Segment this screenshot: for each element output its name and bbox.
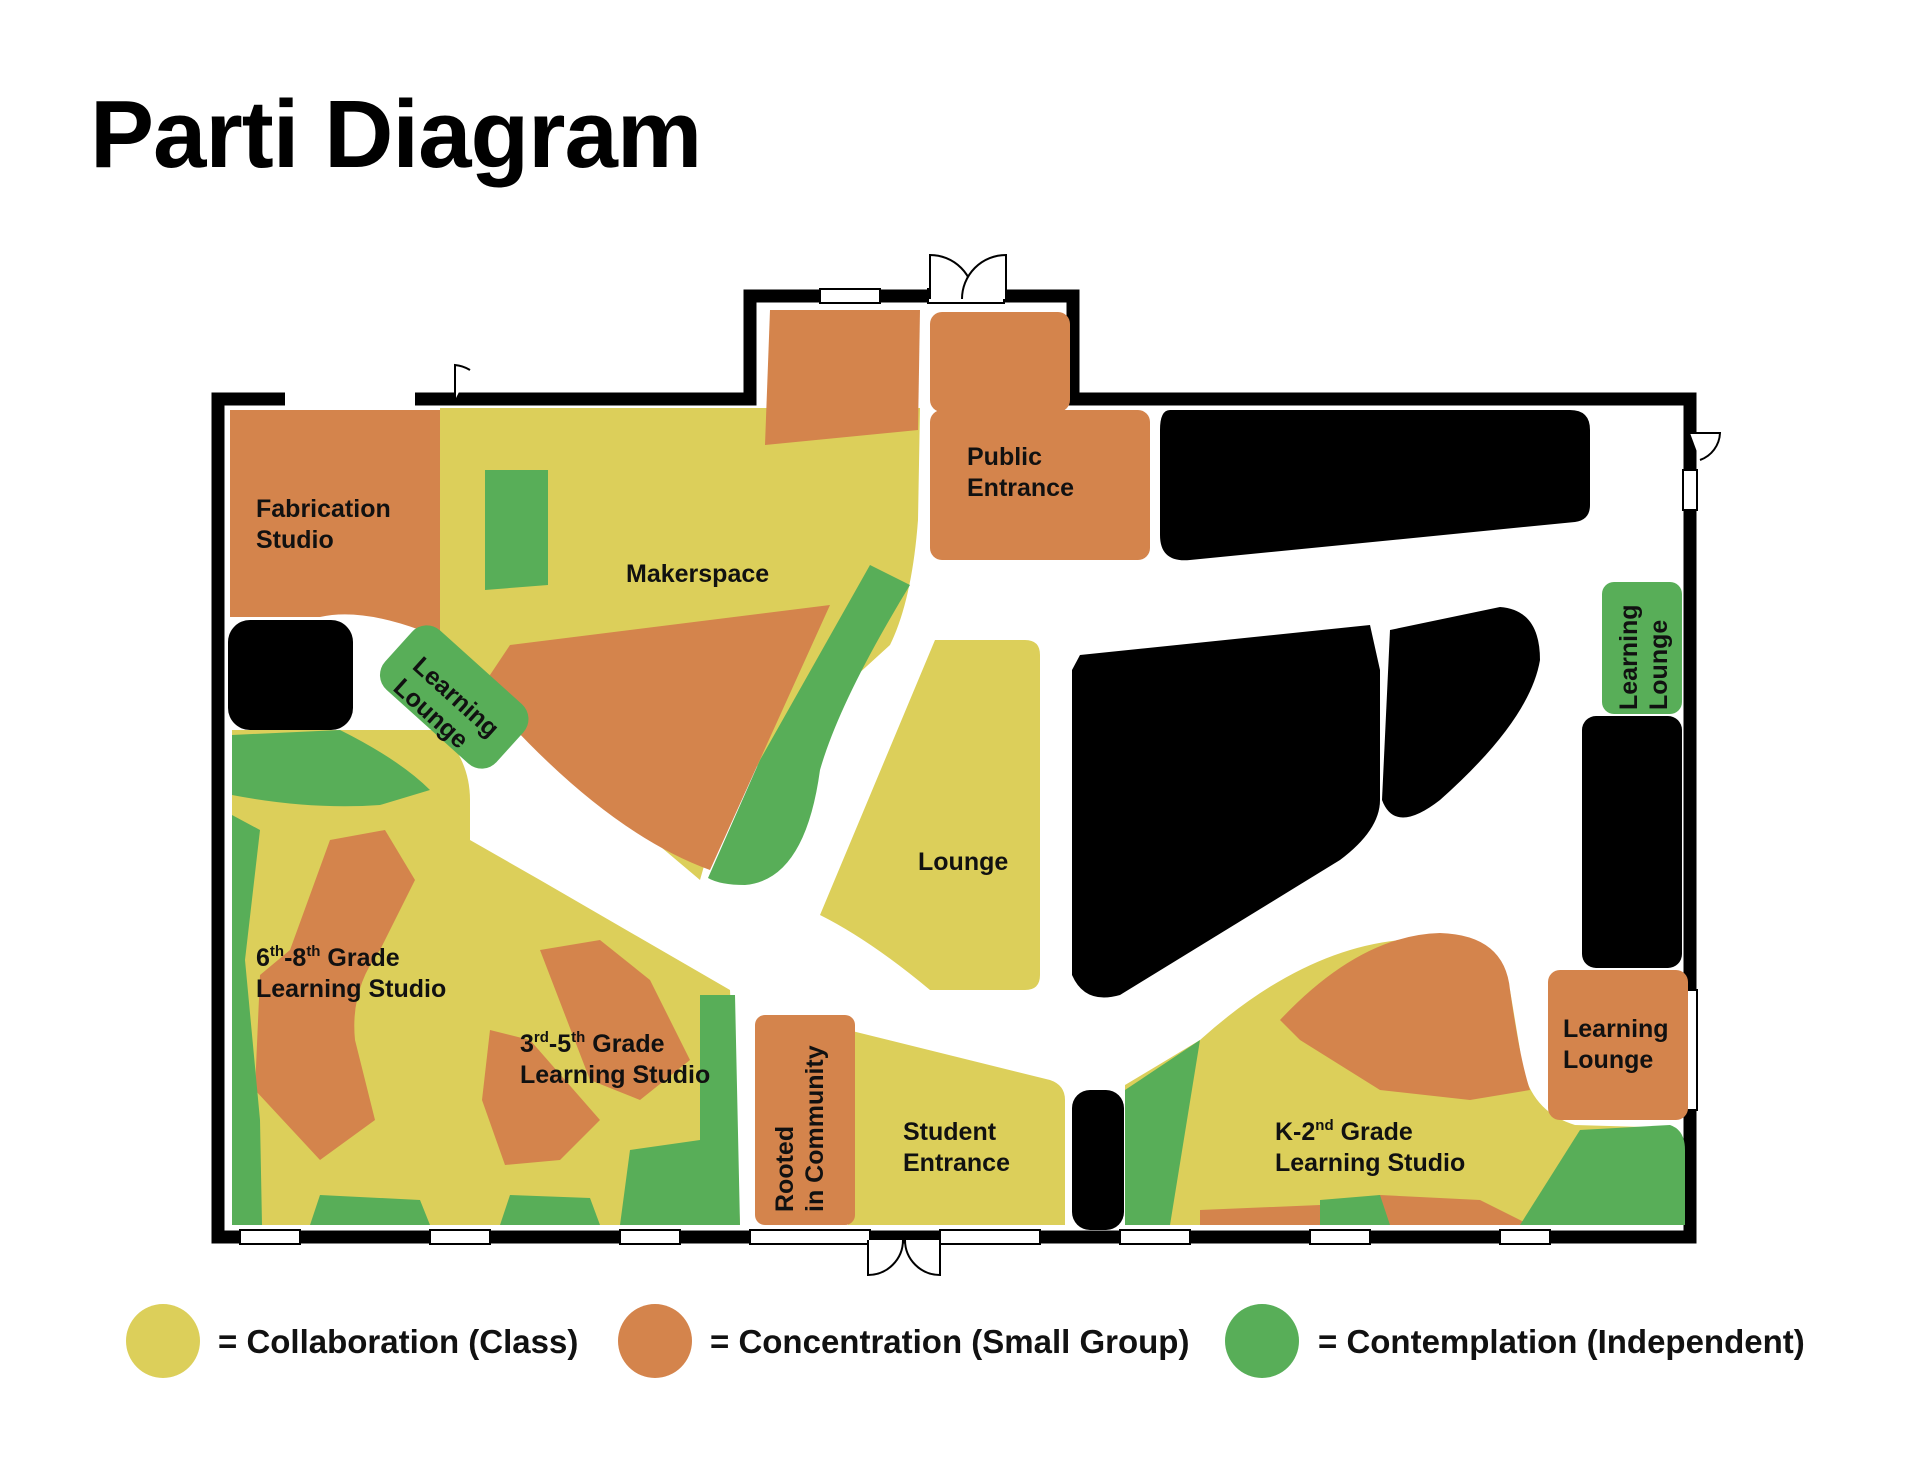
learning-lounge-ne-zone bbox=[1602, 582, 1682, 714]
door-swing-icons bbox=[454, 253, 1722, 1277]
building-wall bbox=[211, 289, 1697, 1244]
gradek2-green-bottom bbox=[1320, 1195, 1390, 1225]
makerspace-orange-zone bbox=[480, 605, 830, 870]
legend-contemplation-text: = Contemplation (Independent) bbox=[1318, 1323, 1805, 1360]
legend-swatch-collaboration bbox=[126, 1304, 200, 1378]
gradek2-green-right bbox=[1520, 1125, 1685, 1225]
gradek2-green-left bbox=[1125, 1040, 1200, 1225]
grade35-green-right bbox=[620, 995, 740, 1225]
collaboration-zones bbox=[232, 408, 1675, 1225]
legend: = Collaboration (Class) = Concentration … bbox=[126, 1304, 1805, 1378]
makerspace-label: Makerspace bbox=[626, 560, 769, 588]
grade35-orange-1 bbox=[540, 940, 690, 1100]
learning-lounge-nw-zone bbox=[379, 625, 529, 769]
public-entrance-zone bbox=[930, 312, 1070, 412]
public-entrance-label: Public Entrance bbox=[967, 443, 1074, 502]
grade68-green-bottom bbox=[310, 1195, 430, 1225]
makerspace-green-rect bbox=[485, 470, 548, 590]
grade35-label: 3rd-5th Grade Learning Studio bbox=[520, 1029, 710, 1089]
learning-lounge-e-zone bbox=[1548, 970, 1688, 1120]
grade35-orange-2 bbox=[482, 1030, 600, 1165]
contemplation-zones bbox=[232, 470, 1685, 1225]
rooted-zone bbox=[755, 1015, 855, 1225]
legend-swatch-contemplation bbox=[1225, 1304, 1299, 1378]
north-studio-zone bbox=[765, 310, 920, 445]
gradek2-label: K-2nd Grade Learning Studio bbox=[1275, 1117, 1465, 1177]
public-entrance-zone-2 bbox=[930, 410, 1150, 560]
fabrication-label: Fabrication Studio bbox=[256, 495, 398, 554]
rooted-label: Rooted in Community bbox=[771, 1045, 829, 1212]
grade35-green-bottom bbox=[500, 1195, 600, 1225]
service-blocks bbox=[228, 410, 1682, 1230]
concentration-zones bbox=[230, 310, 1688, 1225]
legend-swatch-concentration bbox=[618, 1304, 692, 1378]
learning-lounge-e-label: Learning Lounge bbox=[1563, 1015, 1676, 1074]
legend-collaboration-text: = Collaboration (Class) bbox=[218, 1323, 578, 1360]
student-entrance-label: Student Entrance bbox=[903, 1118, 1010, 1177]
legend-concentration-text: = Concentration (Small Group) bbox=[710, 1323, 1189, 1360]
makerspace-green-strip bbox=[708, 565, 910, 885]
page-title: Parti Diagram bbox=[90, 81, 702, 188]
grade68-label: 6th-8th Grade Learning Studio bbox=[256, 943, 446, 1003]
lounge-zone bbox=[820, 640, 1040, 990]
grade68-green-left bbox=[232, 815, 262, 1225]
grade68-orange-1 bbox=[255, 830, 415, 1160]
lounge-label: Lounge bbox=[918, 848, 1008, 876]
grade68-green-top bbox=[232, 730, 430, 807]
student-entrance-zone bbox=[848, 1030, 1065, 1225]
learning-lounge-ne-label: Learning Lounge bbox=[1615, 597, 1673, 710]
fabrication-zone bbox=[230, 410, 440, 650]
gradek2-orange-1 bbox=[1280, 933, 1530, 1100]
